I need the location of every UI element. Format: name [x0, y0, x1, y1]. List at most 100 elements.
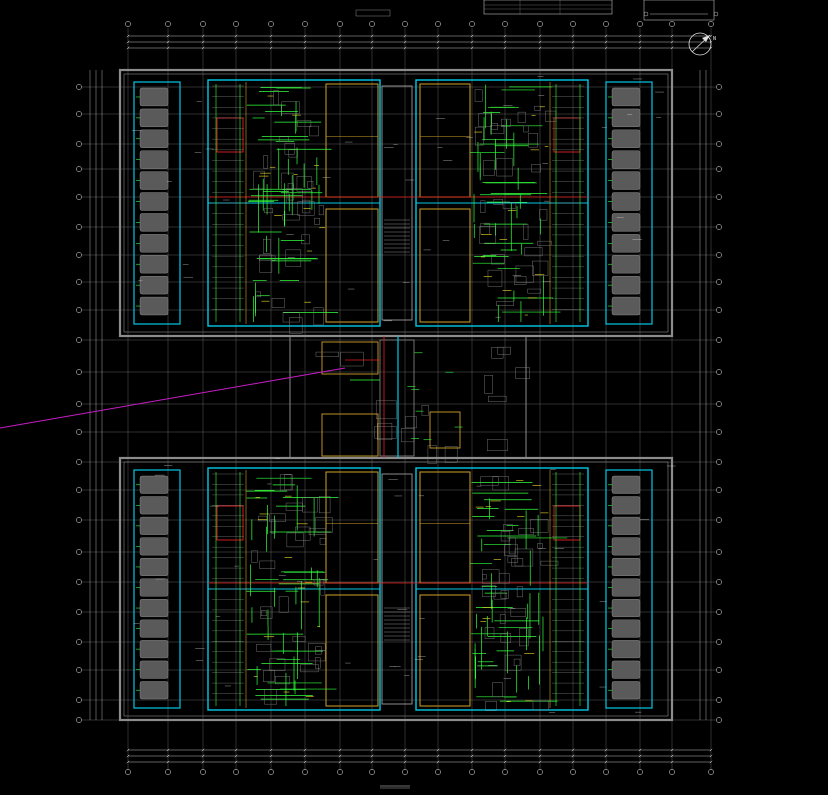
- room-partition: [480, 476, 499, 486]
- cell-unit: [611, 108, 641, 128]
- room-partition: [275, 676, 290, 685]
- dimension-tick: [403, 748, 407, 752]
- cell-unit: [139, 234, 169, 253]
- room-partition: [421, 404, 429, 416]
- dimension-tick: [403, 34, 407, 38]
- cyan-zone-boundary: [133, 469, 181, 709]
- room-partition: [500, 633, 512, 643]
- dimension-tick: [503, 40, 507, 44]
- grid-bubble: [716, 369, 722, 375]
- grid-bubble: [537, 769, 543, 775]
- dimension-tick: [436, 46, 440, 50]
- grid-bubble: [200, 21, 206, 27]
- magenta-leader-line: [0, 367, 346, 429]
- room-partition: [340, 351, 364, 367]
- dimension-tick: [571, 40, 575, 44]
- dimension-tick: [670, 34, 674, 38]
- connecting-corridor: [289, 335, 530, 464]
- dimension-tick: [269, 748, 273, 752]
- grid-bubble: [716, 194, 722, 200]
- cell-unit: [611, 150, 641, 169]
- dimension-tick: [436, 40, 440, 44]
- room-partition: [444, 446, 458, 463]
- dimension-tick: [303, 40, 307, 44]
- orange-room: [321, 413, 379, 457]
- room-partition: [278, 596, 289, 613]
- room-partition: [251, 550, 258, 563]
- room-partition: [309, 125, 319, 137]
- grid-bubble: [716, 429, 722, 435]
- cell-unit: [611, 475, 641, 494]
- cell-unit: [139, 516, 169, 535]
- dimension-tick: [571, 46, 575, 50]
- drawing-caption-mark: [380, 785, 410, 789]
- dimension-tick: [670, 760, 674, 764]
- dimension-tick: [604, 760, 608, 764]
- cell-unit: [139, 475, 169, 494]
- grid-bubble: [125, 21, 131, 27]
- room-partition: [297, 120, 312, 127]
- grid-bubble: [716, 487, 722, 493]
- room-partition: [253, 170, 265, 190]
- room-partition: [491, 254, 505, 265]
- room-partition: [504, 654, 522, 671]
- grid-bubble: [268, 769, 274, 775]
- dimension-tick: [370, 46, 374, 50]
- room-partition: [517, 111, 526, 123]
- cell-unit: [139, 660, 169, 679]
- grid-bubble: [716, 141, 722, 147]
- room-partition: [482, 585, 496, 597]
- grid-bubble: [76, 697, 82, 703]
- grid-bubble: [76, 429, 82, 435]
- dimension-tick: [538, 748, 542, 752]
- grid-bubble: [76, 141, 82, 147]
- dimension-tick: [670, 748, 674, 752]
- dimension-tick: [234, 34, 238, 38]
- room-partition: [269, 658, 286, 671]
- room-partition: [484, 375, 493, 394]
- room-partition: [301, 234, 310, 245]
- room-partition: [296, 176, 312, 192]
- dimension-tick: [166, 34, 170, 38]
- dimension-tick: [638, 34, 642, 38]
- grid-bubble: [233, 769, 239, 775]
- grid-bubble: [76, 401, 82, 407]
- dimension-tick: [470, 40, 474, 44]
- grid-bubble: [637, 21, 643, 27]
- dimension-tick: [638, 748, 642, 752]
- cell-unit: [139, 255, 169, 274]
- title-block-icon: [355, 0, 719, 21]
- grid-bubble: [716, 252, 722, 258]
- grid-bubble: [716, 111, 722, 117]
- room-partition: [515, 367, 530, 379]
- dimension-tick: [269, 46, 273, 50]
- room-partition: [492, 476, 509, 491]
- dimension-tick: [166, 46, 170, 50]
- dimension-tick: [303, 34, 307, 38]
- cell-unit: [611, 213, 641, 232]
- grid-bubble: [716, 459, 722, 465]
- room-partition: [491, 347, 504, 359]
- grid-bubble: [716, 517, 722, 523]
- dimension-tick: [370, 748, 374, 752]
- room-partition: [258, 255, 276, 261]
- dimension-tick: [338, 34, 342, 38]
- dimension-tick: [303, 748, 307, 752]
- room-partition: [374, 426, 397, 439]
- grid-bubble: [369, 21, 375, 27]
- dimension-tick: [126, 34, 130, 38]
- room-partition: [488, 395, 507, 402]
- grid-bubble: [76, 609, 82, 615]
- dimension-tick: [638, 760, 642, 764]
- room-partition: [534, 105, 541, 111]
- room-partition: [313, 579, 324, 586]
- room-partition: [501, 118, 511, 127]
- cell-unit: [139, 619, 169, 638]
- room-partition: [528, 133, 538, 148]
- cell-unit: [139, 681, 169, 700]
- room-partition: [513, 658, 521, 666]
- room-partition: [273, 90, 279, 106]
- room-partition: [285, 188, 303, 204]
- room-partition: [540, 560, 559, 566]
- room-partition: [510, 608, 526, 617]
